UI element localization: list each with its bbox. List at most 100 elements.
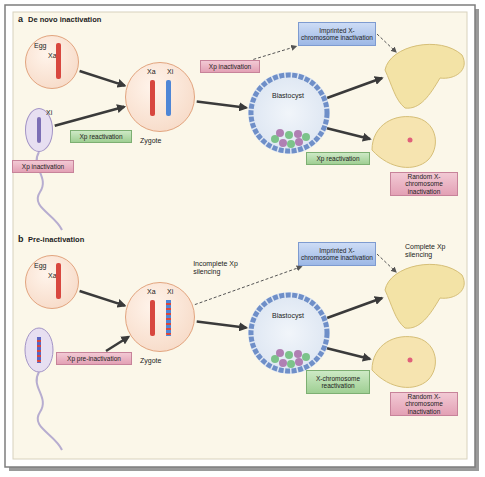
trophectoderm-ring xyxy=(251,295,327,371)
dashed-arrow xyxy=(377,34,396,52)
node-label: Egg xyxy=(34,262,46,269)
node-label: Xp reactivation xyxy=(317,155,360,162)
process-label-box: Random X-chromosome inactivation xyxy=(390,172,458,196)
process-label-box: Imprinted X-chromosome inactivation xyxy=(298,242,376,266)
inner-cell xyxy=(279,359,287,367)
egg-cell: EggXa xyxy=(25,35,79,89)
egg-cell: EggXa xyxy=(25,255,79,309)
node-label: Xa xyxy=(48,52,57,59)
embryo-spot xyxy=(408,358,413,363)
process-label-box: Imprinted X-chromosome inactivation xyxy=(298,22,376,46)
node-label: Xi xyxy=(46,109,52,116)
development-arrow xyxy=(327,78,382,98)
inner-cell xyxy=(302,133,310,141)
inner-cell xyxy=(295,358,303,366)
process-label-box: Xp reactivation xyxy=(70,130,132,143)
node-label: Xa xyxy=(147,68,156,75)
maternal-x-chromosome xyxy=(56,43,61,79)
inner-cell xyxy=(276,129,284,137)
inner-cell xyxy=(285,131,293,139)
node-label: Egg xyxy=(34,42,46,49)
process-arrow xyxy=(197,322,247,328)
paternal-x-chromosome xyxy=(37,337,41,363)
node-label: Blastocyst xyxy=(272,92,304,99)
sperm-head xyxy=(25,328,53,372)
node-label: Xp reactivation xyxy=(80,133,123,140)
inner-cell xyxy=(287,140,295,148)
process-arrow xyxy=(106,337,129,351)
panel-letter: a xyxy=(18,14,23,24)
maternal-x-chromosome xyxy=(150,300,155,336)
process-label-box: Xp pre-inactivation xyxy=(56,352,132,365)
annotation-text: Complete Xp silencing xyxy=(405,243,457,259)
node-label: Imprinted X-chromosome inactivation xyxy=(301,27,373,42)
paternal-x-chromosome xyxy=(37,117,41,143)
node-label: Blastocyst xyxy=(272,312,304,319)
node-label: Xa xyxy=(48,272,57,279)
node-label: Xp inactivation xyxy=(209,63,251,70)
paternal-x-chromosome xyxy=(166,300,171,336)
inner-cell xyxy=(302,353,310,361)
inner-cell xyxy=(285,351,293,359)
development-arrow xyxy=(327,298,382,318)
blastocyst-cell: Blastocyst xyxy=(248,292,330,374)
dashed-arrow xyxy=(253,46,296,59)
embryo-spot xyxy=(408,138,413,143)
zygote-cell: XaXiZygote xyxy=(125,62,195,132)
figure-panel xyxy=(13,12,467,459)
conceptus-illustration xyxy=(385,44,464,108)
paternal-x-chromosome xyxy=(166,80,171,116)
node-label: Random X-chromosome inactivation xyxy=(393,393,455,415)
node-label: Zygote xyxy=(140,137,161,144)
panel-title: Pre-inactivation xyxy=(28,236,84,245)
process-arrow xyxy=(55,107,125,126)
process-arrow xyxy=(197,102,247,108)
development-arrow xyxy=(326,348,370,359)
development-arrow xyxy=(326,128,370,139)
inner-cell xyxy=(271,135,279,143)
frame-shadow xyxy=(9,9,479,471)
inner-cell xyxy=(295,138,303,146)
process-arrow xyxy=(80,71,125,86)
inner-cell xyxy=(279,139,287,147)
process-label-box: X-chromosome reactivation xyxy=(306,370,370,394)
dashed-arrow xyxy=(377,254,396,272)
sperm-tail xyxy=(37,372,62,450)
process-label-box: Xp reactivation xyxy=(306,152,370,165)
trophectoderm-ring xyxy=(251,75,327,151)
node-label: Xp pre-inactivation xyxy=(67,355,121,362)
node-label: Imprinted X-chromosome inactivation xyxy=(301,247,373,262)
process-label-box: Xp inactivation xyxy=(12,160,74,173)
inner-cell xyxy=(294,130,302,138)
chromosome-stripes xyxy=(166,300,171,336)
blastocyst-cell: Blastocyst xyxy=(248,72,330,154)
inner-cell xyxy=(276,349,284,357)
sperm-head: Xi xyxy=(25,108,53,152)
node-label: Xp inactivation xyxy=(22,163,64,170)
maternal-x-chromosome xyxy=(56,263,61,299)
edge-label: Incomplete Xp silencing xyxy=(193,260,243,276)
embryo-illustration xyxy=(372,117,435,168)
process-label-box: Random X-chromosome inactivation xyxy=(390,392,458,416)
process-label-box: Xp inactivation xyxy=(200,60,260,73)
zygote-cell: XaXiZygote xyxy=(125,282,195,352)
panel-title: De novo inactivation xyxy=(28,16,101,25)
conceptus-illustration xyxy=(385,264,464,328)
frame-border xyxy=(5,5,475,467)
inner-cell xyxy=(287,360,295,368)
embryo-illustration xyxy=(372,337,435,388)
node-label: Xi xyxy=(167,68,173,75)
node-label: Xa xyxy=(147,288,156,295)
node-label: Zygote xyxy=(140,357,161,364)
node-label: Random X-chromosome inactivation xyxy=(393,173,455,195)
inner-cell xyxy=(271,355,279,363)
process-arrow xyxy=(80,291,125,306)
inner-cell xyxy=(294,350,302,358)
maternal-x-chromosome xyxy=(150,80,155,116)
node-label: X-chromosome reactivation xyxy=(309,375,367,390)
node-label: Xi xyxy=(167,288,173,295)
panel-letter: b xyxy=(18,234,24,244)
chromosome-stripes xyxy=(37,337,41,363)
